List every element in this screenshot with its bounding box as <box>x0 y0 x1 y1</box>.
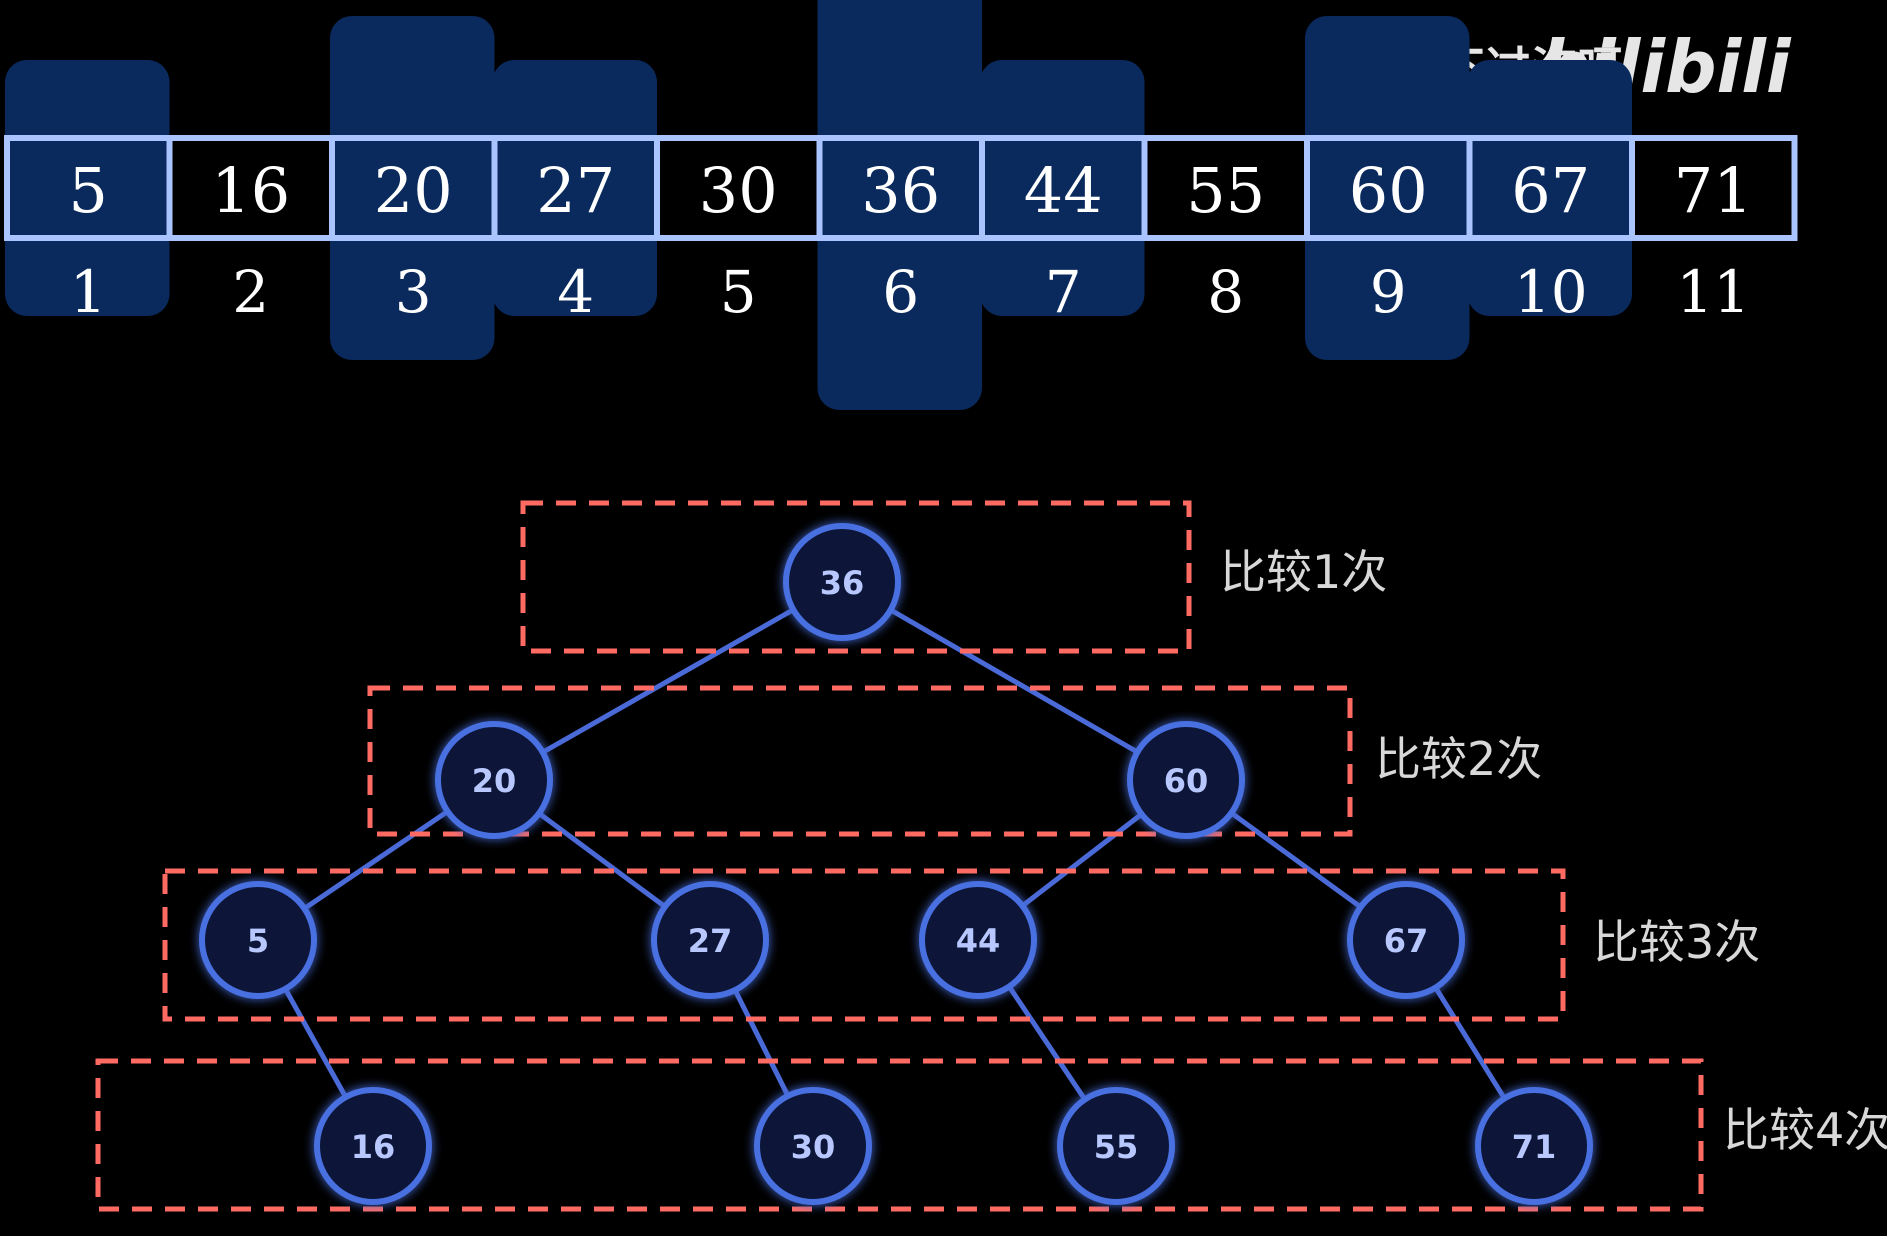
tree-nodes: 36 20 60 5 27 44 67 16 30 55 71 <box>199 523 1593 1205</box>
array-highlight-1 <box>5 60 170 316</box>
array-cell-11 <box>1629 135 1798 241</box>
tree-node-30: 30 <box>754 1087 872 1205</box>
array-value-10: 67 <box>1511 154 1590 227</box>
array-index-8: 8 <box>1207 258 1244 326</box>
array-index-9: 9 <box>1370 258 1407 326</box>
tree-node-label-36: 36 <box>820 564 865 602</box>
array-index-1: 1 <box>70 258 107 326</box>
array-value-7: 44 <box>1024 154 1103 227</box>
array-value-11: 71 <box>1674 154 1753 227</box>
tree-node-label-20: 20 <box>472 762 517 800</box>
array-value-3: 20 <box>374 154 453 227</box>
level-label-1: 比较1次 <box>1220 545 1387 599</box>
array-value-1: 5 <box>69 154 108 227</box>
tree-node-label-27: 27 <box>688 922 733 960</box>
array-index-5: 5 <box>720 258 757 326</box>
array-highlight-4 <box>492 60 657 316</box>
tree-node-71: 71 <box>1475 1087 1593 1205</box>
tree-node-44: 44 <box>919 881 1037 999</box>
tree-node-label-60: 60 <box>1164 762 1209 800</box>
level-box-4 <box>95 1058 1704 1212</box>
tree-node-label-71: 71 <box>1512 1128 1557 1166</box>
tree-node-circle-71 <box>1475 1087 1593 1205</box>
array-cells: 5 1 16 2 20 3 27 4 30 5 36 6 44 7 55 8 60 9 67 10 71 11 <box>4 135 1798 326</box>
tree-node-67: 67 <box>1347 881 1465 999</box>
array-highlight-7 <box>980 60 1145 316</box>
array-value-8: 55 <box>1186 154 1265 227</box>
tree-node-label-44: 44 <box>956 922 1001 960</box>
tree-node-36: 36 <box>783 523 901 641</box>
array-value-6: 36 <box>861 154 940 227</box>
tree-node-circle-5 <box>199 881 317 999</box>
array-index-4: 4 <box>557 258 594 326</box>
tree-node-label-55: 55 <box>1094 1128 1139 1166</box>
array-highlight-10 <box>1467 60 1632 316</box>
array-index-6: 6 <box>882 258 919 326</box>
tree-edge-36-20 <box>492 579 844 783</box>
tree-node-27: 27 <box>651 881 769 999</box>
array-highlight-9 <box>1305 16 1470 360</box>
tree-node-circle-67 <box>1347 881 1465 999</box>
array-value-5: 30 <box>699 154 778 227</box>
tree-node-circle-27 <box>651 881 769 999</box>
level-box-1 <box>520 500 1192 654</box>
tree-node-55: 55 <box>1057 1087 1175 1205</box>
tree-node-circle-16 <box>314 1087 432 1205</box>
array-index-2: 2 <box>232 258 269 326</box>
level-box-2 <box>367 685 1353 837</box>
tree-node-circle-44 <box>919 881 1037 999</box>
tree-node-5: 5 <box>199 881 317 999</box>
array-value-9: 60 <box>1349 154 1428 227</box>
tree-node-circle-36 <box>783 523 901 641</box>
array-index-11: 11 <box>1676 258 1750 326</box>
tree-node-60: 60 <box>1127 721 1245 839</box>
array-index-7: 7 <box>1045 258 1082 326</box>
array-value-4: 27 <box>536 154 615 227</box>
tree-node-circle-30 <box>754 1087 872 1205</box>
level-label-4: 比较4次 <box>1723 1103 1887 1157</box>
tree-node-20: 20 <box>435 721 553 839</box>
tree-node-circle-20 <box>435 721 553 839</box>
tree-node-label-30: 30 <box>791 1128 836 1166</box>
array-value-2: 16 <box>211 154 290 227</box>
level-label-2: 比较2次 <box>1375 732 1542 786</box>
tree-node-16: 16 <box>314 1087 432 1205</box>
tree-node-circle-55 <box>1057 1087 1175 1205</box>
level-box-3 <box>162 868 1566 1022</box>
tree-node-label-16: 16 <box>351 1128 396 1166</box>
array-highlight-3 <box>330 16 495 360</box>
array-index-3: 3 <box>395 258 432 326</box>
tree-node-label-67: 67 <box>1384 922 1429 960</box>
tree-node-label-5: 5 <box>247 922 269 960</box>
level-label-3: 比较3次 <box>1593 915 1760 969</box>
tree-node-circle-60 <box>1127 721 1245 839</box>
tree-edge-36-60 <box>840 579 1188 783</box>
array-highlight-layer <box>5 0 1632 410</box>
array-index-10: 10 <box>1514 258 1588 326</box>
array-highlight-6 <box>817 0 982 410</box>
